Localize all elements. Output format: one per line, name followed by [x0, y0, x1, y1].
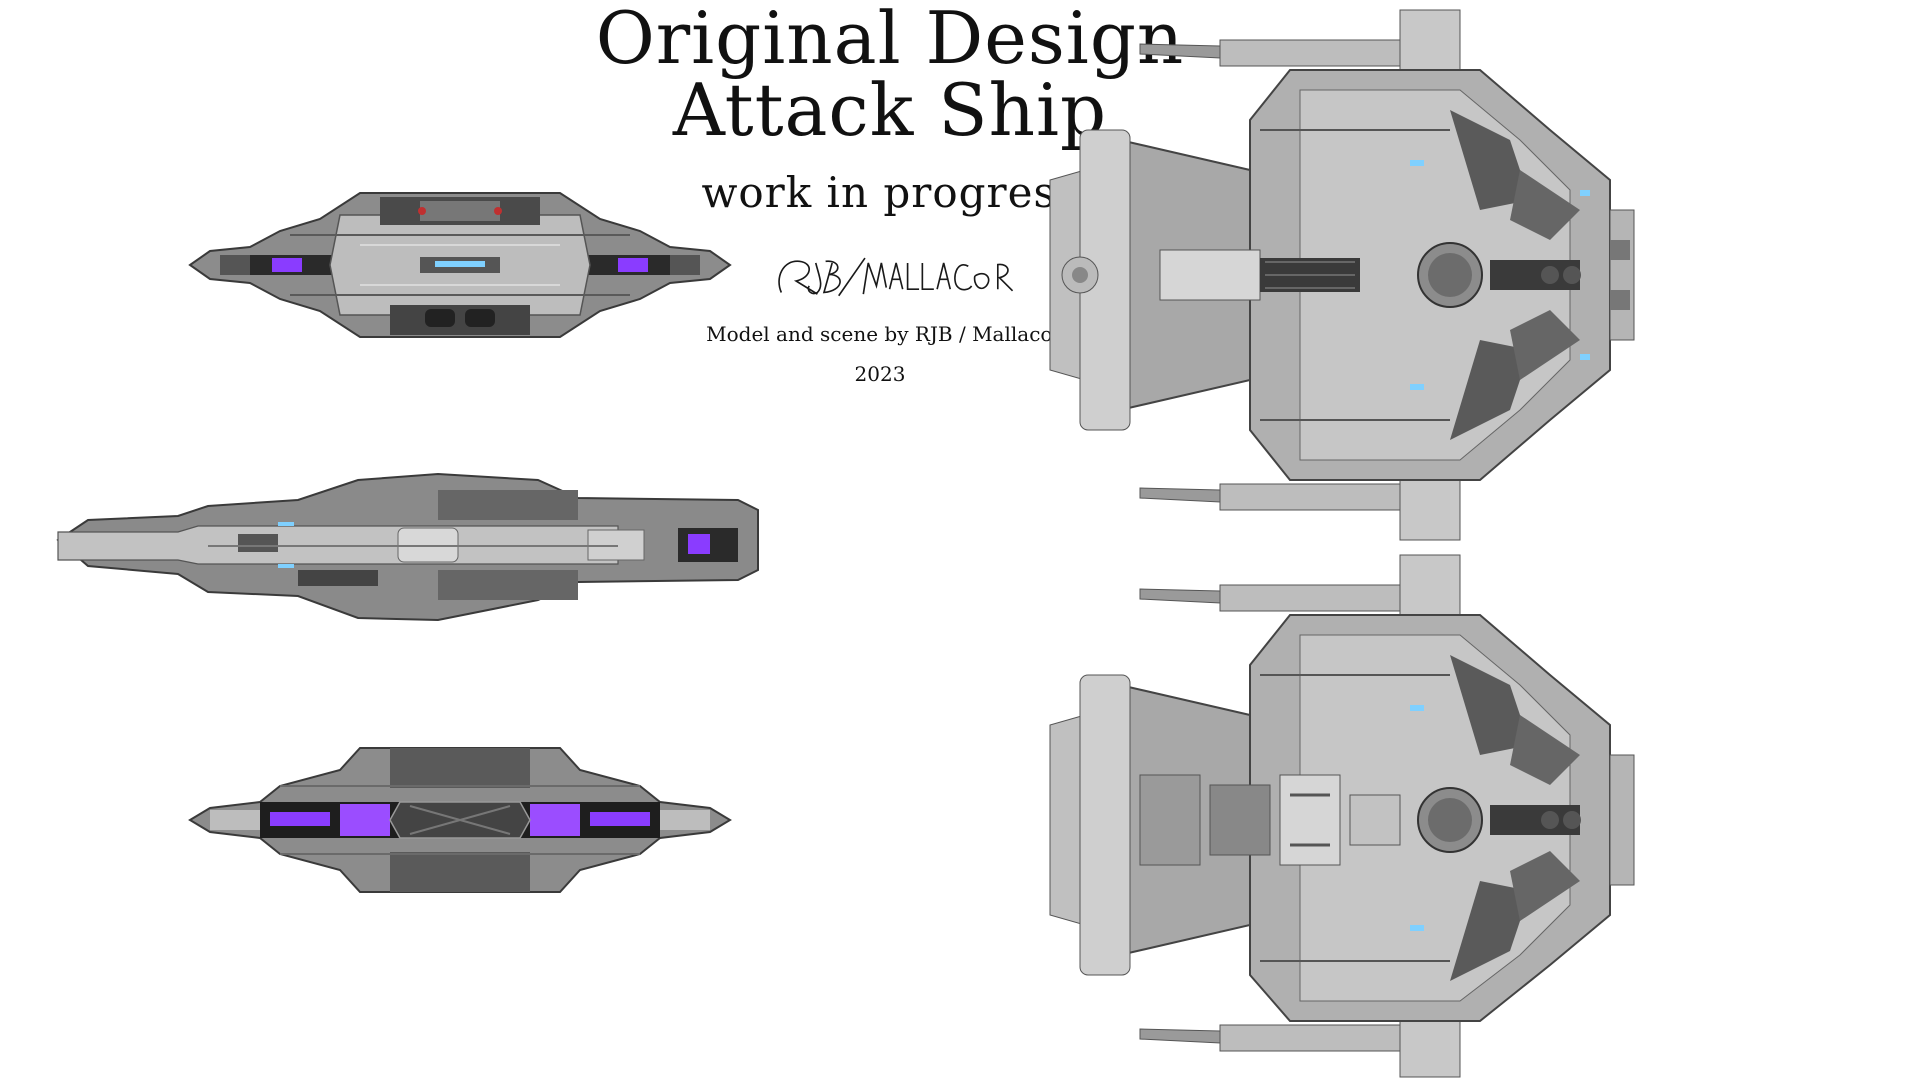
- year-label: 2023: [854, 362, 906, 386]
- front-view: [188, 192, 732, 338]
- top-view-hull: [1049, 9, 1635, 541]
- bottom-view: [1049, 554, 1635, 1078]
- subtitle: work in progress: [701, 168, 1079, 217]
- signature-logo: [778, 257, 1014, 297]
- side-view-hull: [56, 472, 759, 622]
- side-view: [56, 472, 759, 622]
- front-view-hull: [188, 192, 732, 338]
- rear-view: [188, 747, 732, 893]
- credit-line: Model and scene by RJB / Mallacore: [706, 322, 1074, 346]
- top-view: [1049, 9, 1635, 541]
- title-line-1: Original Design: [595, 0, 1185, 80]
- rear-view-hull: [188, 747, 732, 893]
- title-line-2: Attack Ship: [672, 68, 1108, 152]
- bottom-view-hull: [1049, 554, 1635, 1078]
